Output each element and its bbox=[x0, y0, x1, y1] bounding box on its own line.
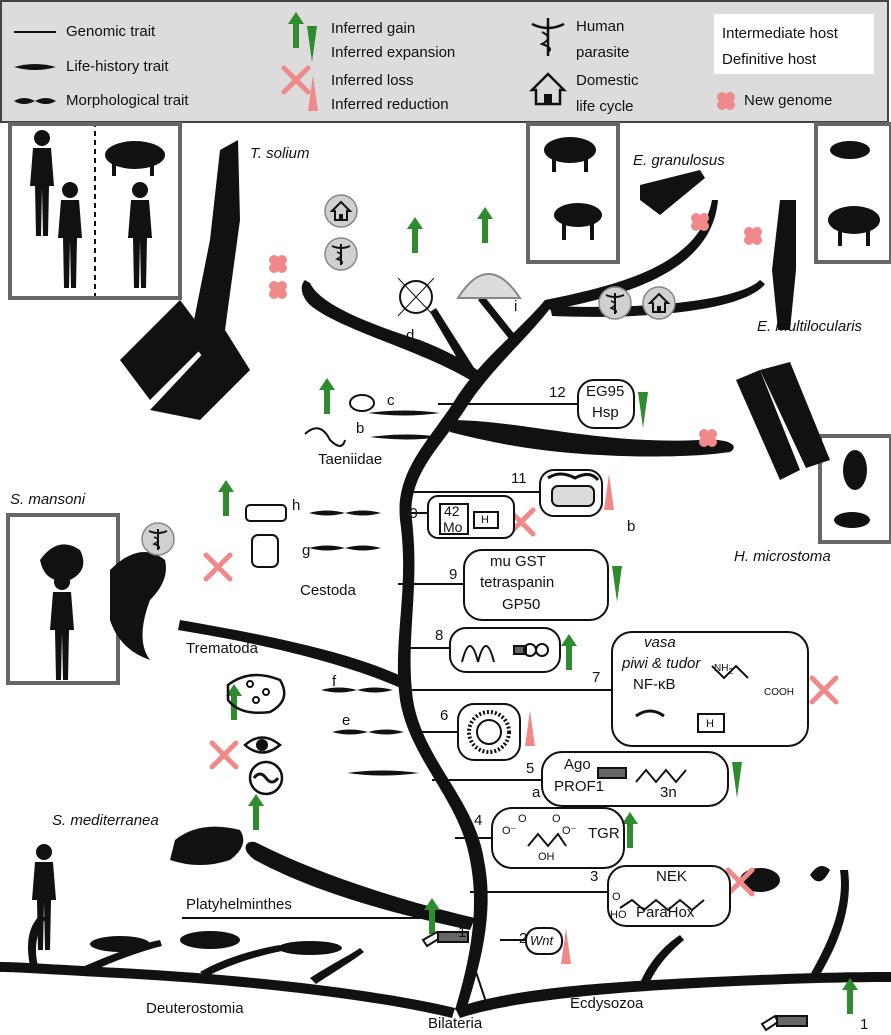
gene-piwi-tudor: piwi & tudor bbox=[622, 655, 701, 672]
legend-inferred-gain: Inferred gain bbox=[331, 20, 416, 37]
node-11: 11 bbox=[511, 470, 527, 487]
pill-graphics bbox=[439, 472, 749, 912]
human-parasite-icon-3 bbox=[141, 522, 175, 556]
node-1: 1 bbox=[458, 924, 467, 941]
clade-taeniidae: Taeniidae bbox=[318, 451, 383, 468]
trait-b-2: b bbox=[627, 518, 636, 535]
legend-life-history-trait: Life-history trait bbox=[66, 58, 169, 75]
node-9: 9 bbox=[449, 566, 458, 583]
legend-inferred-expansion: Inferred expansion bbox=[331, 44, 456, 61]
legend-inferred-reduction: Inferred reduction bbox=[331, 96, 449, 113]
node-8: 8 bbox=[435, 627, 444, 644]
clade-deuterostomia: Deuterostomia bbox=[146, 1000, 244, 1017]
gene-mu-gst: mu GST bbox=[490, 553, 546, 570]
human-silhouette-3 bbox=[128, 182, 152, 288]
tgr-o-top-right: O bbox=[552, 813, 561, 825]
clade-bilateria: Bilateria bbox=[428, 1015, 483, 1032]
node-2: 2 bbox=[519, 930, 528, 947]
legend-genomic-trait: Genomic trait bbox=[66, 23, 156, 40]
legend-domestic-1: Domestic bbox=[576, 72, 639, 89]
trait-b: b bbox=[356, 420, 365, 437]
node-4: 4 bbox=[474, 812, 483, 829]
species-s-mediterranea: S. mediterranea bbox=[52, 812, 159, 829]
node-3: 3 bbox=[590, 868, 599, 885]
legend-graphics bbox=[0, 0, 889, 123]
human-parasite-icon-2 bbox=[598, 286, 632, 320]
human-silhouette-2 bbox=[58, 182, 82, 288]
legend-morphological-trait: Morphological trait bbox=[66, 92, 189, 109]
tgr-o-top-left: O bbox=[518, 813, 527, 825]
node-1-ecdysozoa: 1 bbox=[860, 1016, 869, 1033]
clade-platyhelminthes: Platyhelminthes bbox=[186, 896, 292, 913]
element-mo-number: 42 bbox=[444, 503, 460, 519]
tgr-o-minus-left: O⁻ bbox=[502, 825, 517, 837]
legend-new-genome: New genome bbox=[744, 92, 833, 109]
node-12: 12 bbox=[549, 384, 566, 401]
gene-vasa: vasa bbox=[644, 634, 676, 651]
trait-h: h bbox=[292, 497, 301, 514]
hydrogen-box-label-2: H bbox=[706, 718, 714, 730]
tgr-o-minus-right: O⁻ bbox=[562, 825, 577, 837]
gene-wnt: Wnt bbox=[530, 933, 554, 948]
trait-icons bbox=[226, 273, 808, 1032]
human-parasite-icon bbox=[324, 237, 358, 271]
feature-lines bbox=[182, 403, 612, 1006]
gene-nfkb: NF-κB bbox=[633, 676, 676, 693]
clade-trematoda: Trematoda bbox=[186, 640, 258, 657]
legend-intermediate-host: Intermediate host bbox=[722, 25, 838, 42]
hydrogen-box-label: H bbox=[481, 514, 489, 526]
worm-bodies bbox=[110, 140, 830, 882]
node-5: 5 bbox=[526, 760, 535, 777]
domestic-life-cycle-icon-2 bbox=[642, 286, 676, 320]
carboxyl-label: COOH bbox=[764, 687, 794, 698]
legend-human-parasite-1: Human bbox=[576, 18, 625, 35]
pill-shapes bbox=[427, 379, 809, 955]
species-e-multilocularis: E. multilocularis bbox=[757, 318, 863, 335]
fatty-acid-o: O bbox=[612, 891, 621, 903]
legend-inferred-loss: Inferred loss bbox=[331, 72, 414, 89]
trait-d: d bbox=[406, 327, 415, 344]
gene-parahox: ParaHox bbox=[636, 904, 695, 921]
trait-f: f bbox=[332, 673, 337, 690]
trait-c: c bbox=[387, 392, 395, 409]
fatty-acid-ho: HO bbox=[610, 909, 627, 921]
species-s-mansoni: S. mansoni bbox=[10, 491, 86, 508]
trait-g: g bbox=[302, 542, 311, 559]
gene-nek: NEK bbox=[656, 868, 687, 885]
human-silhouette-4 bbox=[50, 574, 74, 680]
legend-domestic-2: life cycle bbox=[576, 98, 634, 115]
node-6: 6 bbox=[440, 707, 449, 724]
gene-tgr: TGR bbox=[588, 825, 620, 842]
gene-eg95: EG95 bbox=[586, 383, 625, 400]
amine-subscript: 2 bbox=[728, 666, 734, 676]
legend-definitive-host: Definitive host bbox=[722, 51, 817, 68]
element-mo-symbol: Mo bbox=[443, 519, 463, 535]
clade-ecdysozoa: Ecdysozoa bbox=[570, 995, 644, 1012]
amine-nh: NH bbox=[714, 663, 729, 674]
gene-hsp: Hsp bbox=[592, 404, 619, 421]
node-10: 10 bbox=[401, 505, 418, 522]
trait-e: e bbox=[342, 712, 351, 729]
clade-cestoda: Cestoda bbox=[300, 582, 356, 599]
gene-ago: Ago bbox=[564, 756, 591, 773]
host-silhouettes bbox=[30, 130, 880, 955]
human-silhouette-1 bbox=[30, 130, 54, 236]
legend-human-parasite-2: parasite bbox=[576, 44, 630, 61]
tgr-oh: OH bbox=[538, 851, 555, 863]
species-e-granulosus: E. granulosus bbox=[633, 152, 725, 169]
trait-i: i bbox=[514, 298, 518, 315]
species-t-solium: T. solium bbox=[250, 145, 310, 162]
domestic-life-cycle-icon bbox=[324, 194, 358, 228]
gene-tetraspanin: tetraspanin bbox=[480, 574, 555, 591]
species-h-microstoma: H. microstoma bbox=[734, 548, 831, 565]
trait-a: a bbox=[532, 784, 541, 801]
fatty-acid-3n: 3n bbox=[660, 784, 677, 801]
gene-gp50: GP50 bbox=[502, 596, 541, 613]
gene-prof1: PROF1 bbox=[554, 778, 605, 795]
amine-label: NH2 bbox=[714, 660, 733, 680]
node-7: 7 bbox=[592, 669, 601, 686]
